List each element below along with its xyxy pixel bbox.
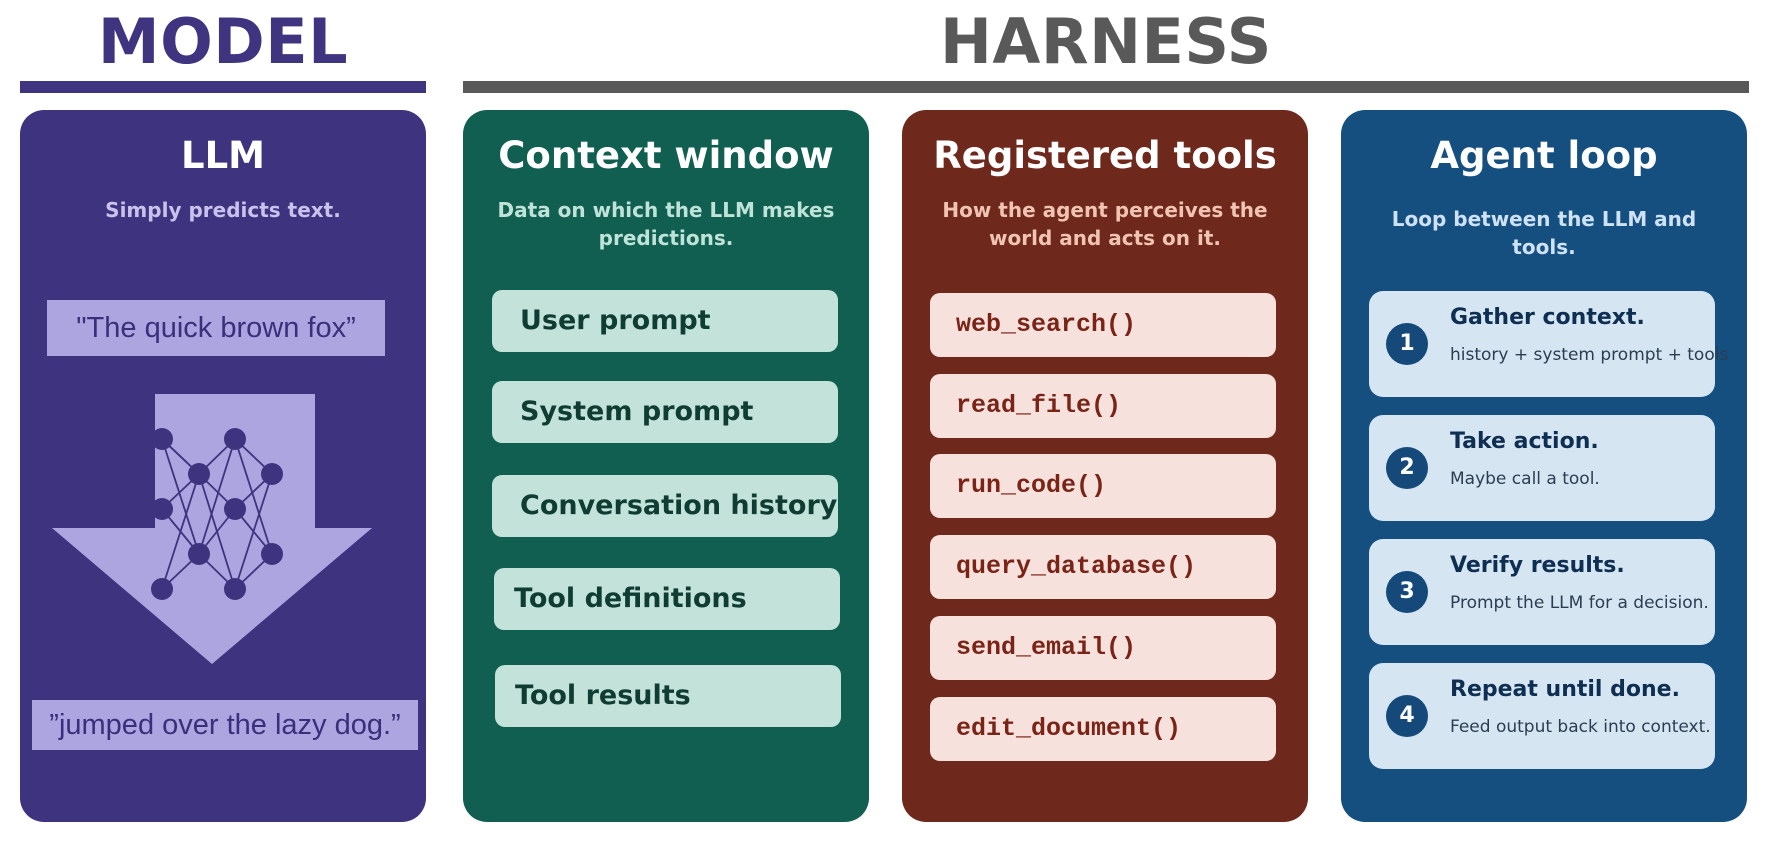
- context-item-tool-definitions: Tool definitions: [494, 568, 840, 630]
- llm-title: LLM: [181, 134, 265, 177]
- tools-subtitle: How the agent perceives the world and ac…: [942, 198, 1268, 250]
- loop-subtitle: Loop between the LLM and tools.: [1391, 207, 1697, 259]
- agent-loop-panel: Agent loop Loop between the LLM and tool…: [1341, 110, 1747, 822]
- model-underline: [20, 81, 426, 93]
- llm-panel: LLM Simply predicts text. "The quick bro…: [20, 110, 426, 822]
- context-item-conversation-history: Conversation history: [492, 475, 838, 537]
- tool-read-file: read_file(): [930, 374, 1276, 438]
- loop-title: Agent loop: [1430, 134, 1658, 177]
- tool-send-email: send_email(): [930, 616, 1276, 680]
- step-number-badge: 1: [1386, 323, 1428, 365]
- step-title: Gather context.: [1450, 305, 1645, 330]
- context-title: Context window: [498, 134, 834, 177]
- tool-web-search: web_search(): [930, 293, 1276, 357]
- llm-output-text: ”jumped over the lazy dog.”: [32, 700, 418, 750]
- context-item-system-prompt: System prompt: [492, 381, 838, 443]
- context-item-user-prompt: User prompt: [492, 290, 838, 352]
- neural-network-down-arrow-icon: [52, 394, 372, 664]
- step-description: history + system prompt + tools: [1450, 345, 1729, 365]
- tools-title: Registered tools: [933, 134, 1277, 177]
- tool-query-database: query_database(): [930, 535, 1276, 599]
- step-number-badge: 3: [1386, 571, 1428, 613]
- harness-underline: [463, 81, 1749, 93]
- context-item-tool-results: Tool results: [495, 665, 841, 727]
- llm-subtitle: Simply predicts text.: [105, 198, 341, 222]
- step-description: Maybe call a tool.: [1450, 469, 1600, 489]
- step-number-badge: 4: [1386, 695, 1428, 737]
- context-window-panel: Context window Data on which the LLM mak…: [463, 110, 869, 822]
- context-subtitle: Data on which the LLM makes predictions.: [497, 198, 835, 250]
- loop-step-4: 4 Repeat until done. Feed output back in…: [1369, 663, 1715, 769]
- model-heading: MODEL: [97, 5, 349, 78]
- loop-step-1: 1 Gather context. history + system promp…: [1369, 291, 1728, 397]
- llm-input-text: "The quick brown fox”: [47, 300, 385, 356]
- step-title: Verify results.: [1450, 553, 1625, 578]
- step-number-badge: 2: [1386, 447, 1428, 489]
- step-title: Take action.: [1450, 429, 1599, 454]
- step-title: Repeat until done.: [1450, 677, 1680, 702]
- step-description: Feed output back into context.: [1450, 717, 1711, 737]
- tool-edit-document: edit_document(): [930, 697, 1276, 761]
- tool-run-code: run_code(): [930, 454, 1276, 518]
- loop-step-2: 2 Take action. Maybe call a tool.: [1369, 415, 1715, 521]
- harness-heading: HARNESS: [940, 5, 1272, 78]
- registered-tools-panel: Registered tools How the agent perceives…: [902, 110, 1308, 822]
- loop-step-3: 3 Verify results. Prompt the LLM for a d…: [1369, 539, 1715, 645]
- step-description: Prompt the LLM for a decision.: [1450, 593, 1709, 613]
